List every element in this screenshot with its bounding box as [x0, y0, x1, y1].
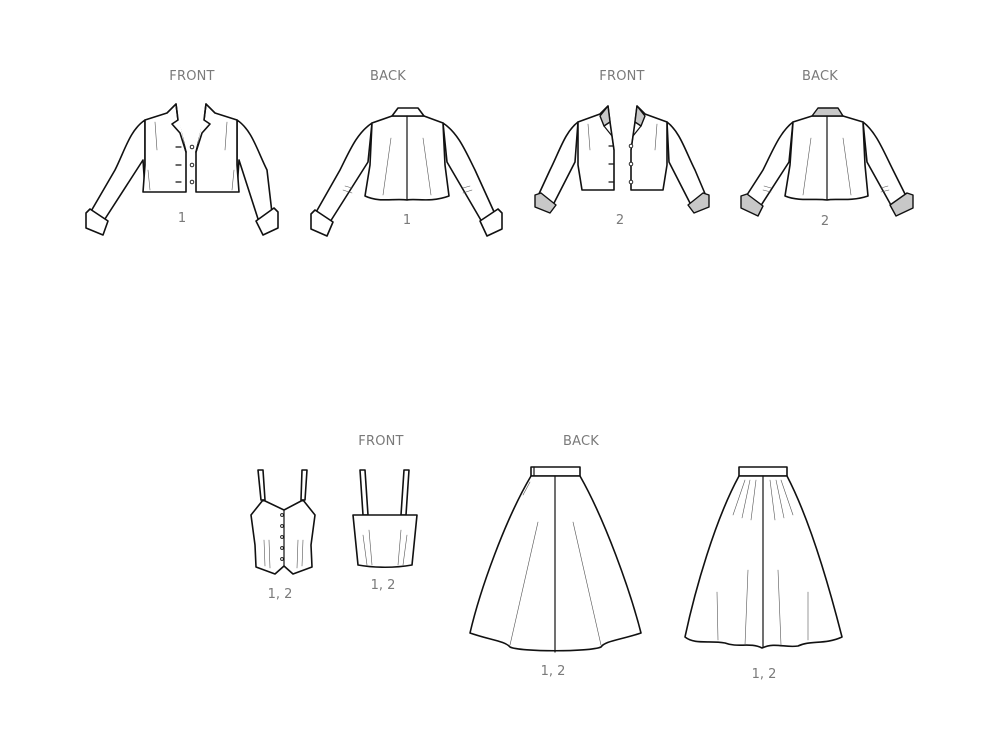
view-label-back: BACK [370, 69, 406, 84]
view-number: 2 [820, 214, 830, 229]
view-label-front: FRONT [599, 69, 645, 84]
view-label-front: FRONT [169, 69, 215, 84]
view-label-front: FRONT [358, 434, 404, 449]
view-number: 1 [402, 213, 412, 228]
view-label-back: BACK [563, 434, 599, 449]
view-number: 1, 2 [540, 664, 566, 679]
view-number: 2 [615, 213, 625, 228]
view-number: 1 [177, 211, 187, 226]
view-label-back: BACK [802, 69, 838, 84]
view-number: 1, 2 [267, 587, 293, 602]
view-number: 1, 2 [370, 578, 396, 593]
view-number: 1, 2 [751, 667, 777, 682]
